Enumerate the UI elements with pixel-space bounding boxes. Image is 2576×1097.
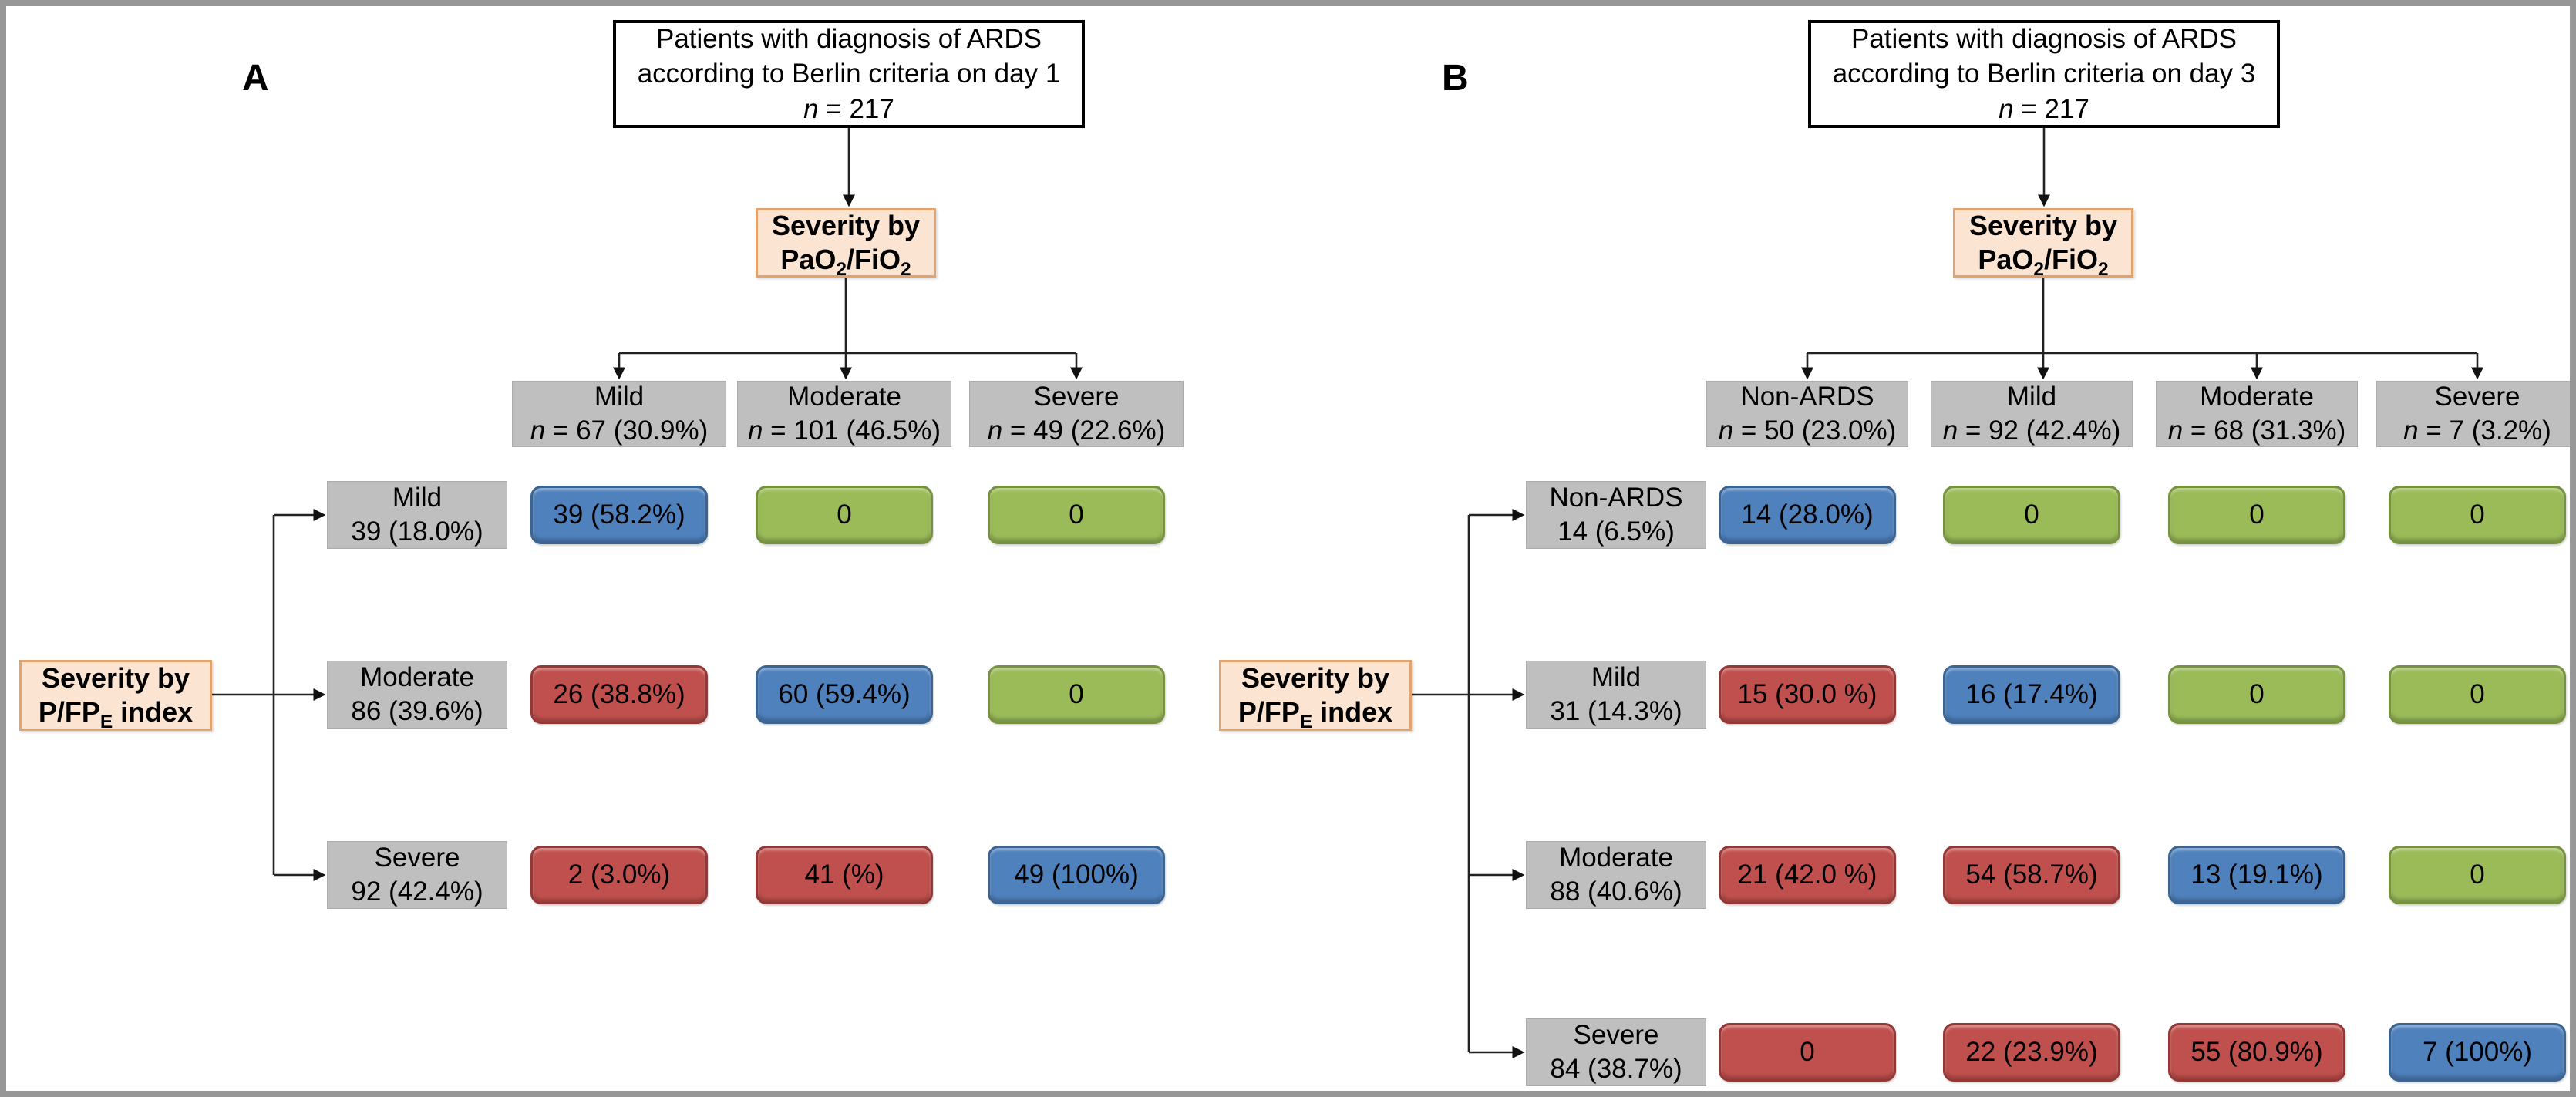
row-name: Mild [1591, 662, 1642, 693]
column-n: n = 68 (31.3%) [2167, 416, 2346, 446]
row-count: 14 (6.5%) [1557, 517, 1675, 547]
row-label: Moderate 88 (40.6%) [1526, 841, 1706, 909]
matrix-cell: 0 [756, 486, 933, 544]
column-header: Severe n = 7 (3.2%) [2376, 381, 2570, 447]
row-name: Non-ARDS [1549, 483, 1683, 513]
row-count: 39 (18.0%) [351, 517, 483, 547]
matrix-cell: 26 (38.8%) [530, 665, 708, 724]
severity-pao2fio2-box-b: Severity by PaO2/FiO2 [1953, 208, 2133, 281]
column-header: Non-ARDS n = 50 (23.0%) [1706, 381, 1908, 447]
row-name: Severe [374, 843, 460, 873]
patients-box-b-n: n = 217 [1999, 93, 2089, 124]
panel-a-label: A [242, 58, 269, 99]
row-count: 88 (40.6%) [1550, 877, 1682, 907]
severity-pfpe-box-a: Severity by P/FPE index [19, 660, 212, 733]
matrix-cell: 7 (100%) [2389, 1023, 2566, 1082]
column-name: Severe [1033, 382, 1120, 412]
severity-left-a-formula: P/FPE index [38, 696, 194, 733]
row-count: 31 (14.3%) [1550, 696, 1682, 726]
matrix-cell: 0 [2168, 486, 2345, 544]
patients-box-a-n: n = 217 [803, 93, 894, 124]
column-n: n = 67 (30.9%) [530, 416, 709, 446]
row-count: 84 (38.7%) [1550, 1054, 1682, 1084]
column-n: n = 101 (46.5%) [747, 416, 941, 446]
severity-left-a-line1: Severity by [41, 662, 190, 695]
column-name: Moderate [787, 382, 901, 412]
column-name: Mild [2006, 382, 2057, 412]
matrix-cell: 0 [2389, 846, 2566, 904]
matrix-cell: 0 [2389, 665, 2566, 724]
severity-top-b-line1: Severity by [1968, 210, 2118, 242]
severity-pfpe-box-b: Severity by P/FPE index [1219, 660, 1412, 733]
column-name: Mild [594, 382, 645, 412]
matrix-cell: 0 [1943, 486, 2120, 544]
column-header: Moderate n = 101 (46.5%) [737, 381, 951, 447]
matrix-cell: 16 (17.4%) [1943, 665, 2120, 724]
row-count: 92 (42.4%) [351, 877, 483, 907]
row-name: Mild [392, 483, 443, 513]
severity-top-a-line1: Severity by [771, 210, 921, 242]
row-label: Non-ARDS 14 (6.5%) [1526, 481, 1706, 549]
matrix-cell: 22 (23.9%) [1943, 1023, 2120, 1082]
column-n: n = 50 (23.0%) [1718, 416, 1897, 446]
column-n: n = 49 (22.6%) [987, 416, 1166, 446]
severity-top-a-formula: PaO2/FiO2 [780, 244, 911, 281]
matrix-cell: 0 [2389, 486, 2566, 544]
patients-box-b-line1: Patients with diagnosis of ARDS [1851, 23, 2237, 54]
row-name: Severe [1573, 1020, 1659, 1051]
matrix-cell: 41 (%) [756, 846, 933, 904]
severity-top-b-formula: PaO2/FiO2 [1978, 244, 2109, 281]
severity-left-b-line1: Severity by [1241, 662, 1390, 695]
patients-box-a: Patients with diagnosis of ARDS accordin… [613, 20, 1085, 128]
patients-box-a-line2: according to Berlin criteria on day 1 [637, 59, 1061, 89]
patients-box-b: Patients with diagnosis of ARDS accordin… [1808, 20, 2280, 128]
severity-pao2fio2-box-a: Severity by PaO2/FiO2 [756, 208, 936, 281]
matrix-cell: 0 [988, 486, 1165, 544]
matrix-cell: 0 [1719, 1023, 1896, 1082]
row-label: Severe 92 (42.4%) [327, 841, 507, 909]
matrix-cell: 0 [2168, 665, 2345, 724]
panel-b-label: B [1442, 58, 1469, 99]
matrix-cell: 39 (58.2%) [530, 486, 708, 544]
column-header: Mild n = 92 (42.4%) [1931, 381, 2133, 447]
matrix-cell: 54 (58.7%) [1943, 846, 2120, 904]
row-name: Moderate [360, 662, 474, 693]
matrix-cell: 21 (42.0 %) [1719, 846, 1896, 904]
matrix-cell: 0 [988, 665, 1165, 724]
column-name: Non-ARDS [1740, 382, 1874, 412]
row-label: Mild 39 (18.0%) [327, 481, 507, 549]
patients-box-a-line1: Patients with diagnosis of ARDS [656, 23, 1042, 54]
column-header: Moderate n = 68 (31.3%) [2156, 381, 2358, 447]
column-header: Mild n = 67 (30.9%) [512, 381, 726, 447]
row-name: Moderate [1559, 843, 1673, 873]
patients-box-b-line2: according to Berlin criteria on day 3 [1832, 59, 2256, 89]
matrix-cell: 15 (30.0 %) [1719, 665, 1896, 724]
matrix-cell: 13 (19.1%) [2168, 846, 2345, 904]
column-n: n = 7 (3.2%) [2403, 416, 2551, 446]
row-count: 86 (39.6%) [351, 696, 483, 726]
matrix-cell: 55 (80.9%) [2168, 1023, 2345, 1082]
matrix-cell: 60 (59.4%) [756, 665, 933, 724]
matrix-cell: 14 (28.0%) [1719, 486, 1896, 544]
matrix-cell: 49 (100%) [988, 846, 1165, 904]
column-header: Severe n = 49 (22.6%) [969, 381, 1184, 447]
matrix-cell: 2 (3.0%) [530, 846, 708, 904]
column-name: Severe [2434, 382, 2520, 412]
severity-left-b-formula: P/FPE index [1237, 696, 1393, 733]
column-name: Moderate [2200, 382, 2314, 412]
column-n: n = 92 (42.4%) [1942, 416, 2121, 446]
connector-arrows [212, 128, 2484, 1059]
